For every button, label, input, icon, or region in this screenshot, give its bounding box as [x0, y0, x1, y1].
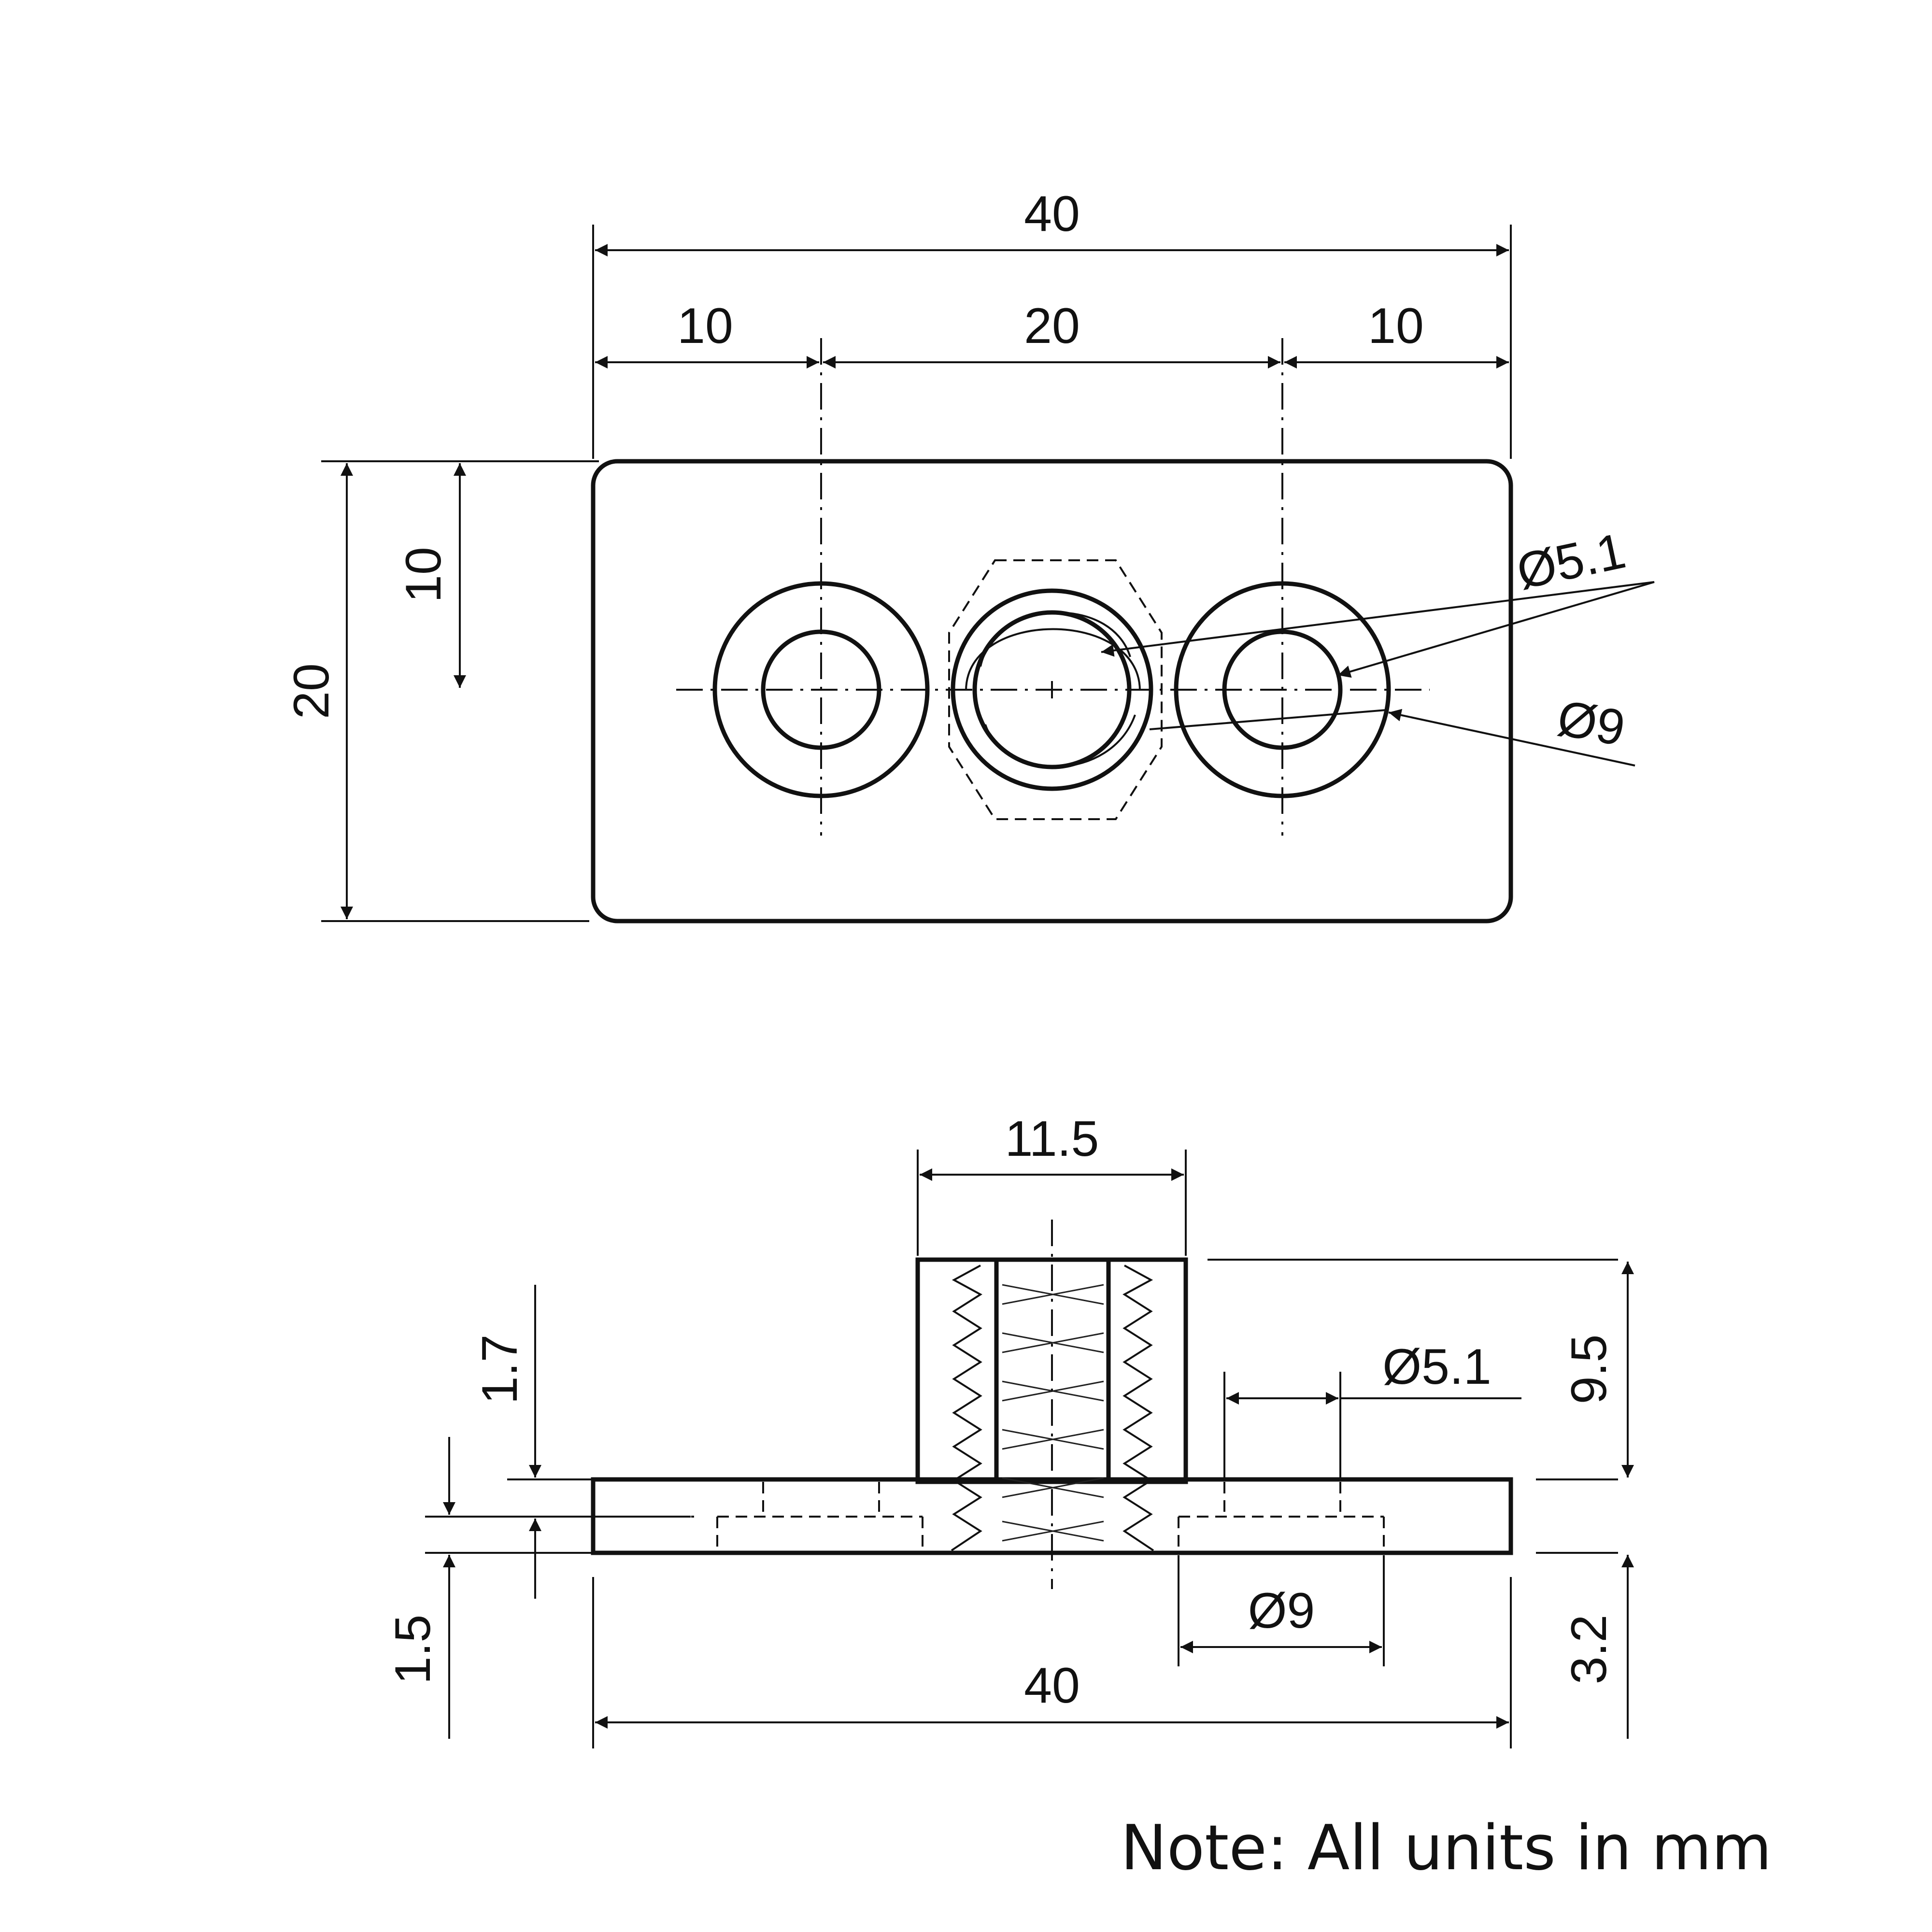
hole-dia-label: Ø5.1: [1512, 523, 1631, 600]
thread-spiral: [965, 611, 1141, 768]
side-counterbore-dia-label: Ø9: [1248, 1583, 1315, 1639]
center-spacing-label: 20: [1024, 298, 1080, 354]
cb-top-label: 1.7: [472, 1335, 528, 1405]
overall-height-label: 20: [284, 663, 340, 719]
boss-outline: [915, 1257, 1188, 1484]
right-counterbore-circle: [1174, 581, 1391, 798]
half-height-label: 10: [396, 547, 452, 603]
thread-teeth-right: [1122, 1264, 1154, 1551]
boss-height-label: 9.5: [1561, 1335, 1617, 1405]
hole-dia-leader: [1101, 581, 1655, 657]
thread-teeth-left: [951, 1264, 982, 1551]
units-note: Note: All units in mm: [1121, 1812, 1772, 1884]
boss-width-label: 11.5: [1005, 1111, 1099, 1167]
cb-bottom-label: 1.5: [385, 1615, 441, 1685]
overall-width-label: 40: [1024, 186, 1080, 242]
top-view: 40 10 20 10 20 10 Ø5.1 Ø9: [284, 186, 1655, 923]
thread-major-circle: [951, 588, 1153, 791]
side-view: 11.5 9.5 3.2 Ø5.1 Ø9 40 1.7: [385, 1111, 1634, 1748]
hole-dia-leader-2: [1337, 581, 1655, 678]
right-hole-circle: [1222, 629, 1343, 750]
left-hole-circle: [761, 629, 881, 750]
plate-thickness-label: 3.2: [1561, 1615, 1617, 1685]
right-offset-label: 10: [1368, 298, 1424, 354]
counterbore-dia-leader-2: [1149, 709, 1387, 730]
counterbore-dia-label: Ø9: [1553, 690, 1629, 756]
side-hole-dia-label: Ø5.1: [1382, 1339, 1491, 1395]
right-counterbore-hidden: [1178, 1482, 1385, 1551]
left-counterbore-circle: [712, 581, 930, 798]
left-counterbore-hidden: [716, 1482, 923, 1551]
hex-boss-hidden: [948, 559, 1163, 820]
left-offset-label: 10: [677, 298, 733, 354]
plate-outline-top: [591, 459, 1513, 923]
side-overall-width-label: 40: [1024, 1658, 1080, 1714]
counterbore-dia-leader: [1388, 709, 1635, 767]
